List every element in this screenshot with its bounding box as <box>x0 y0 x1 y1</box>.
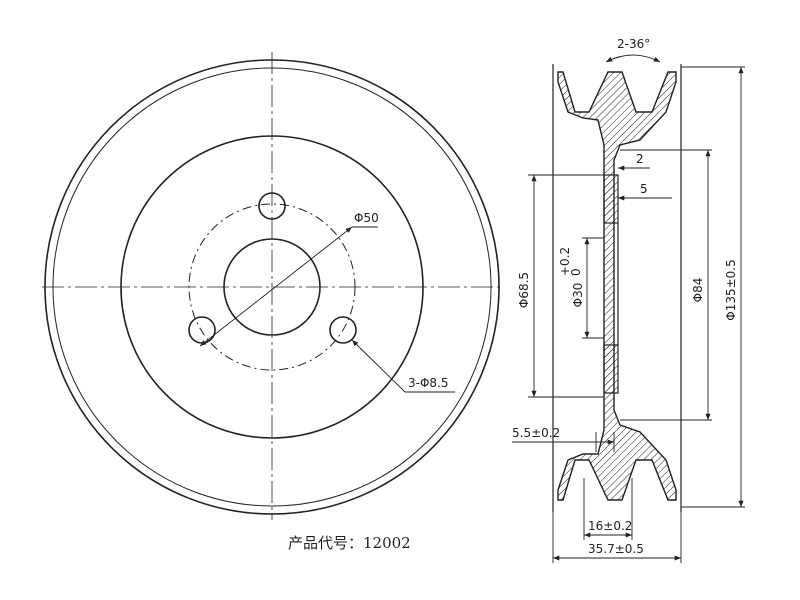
bore-tolerance-upper: +0.2 <box>558 247 572 276</box>
section-profile <box>557 71 677 501</box>
thickness-label: 2 <box>636 152 644 166</box>
hub-upper-section <box>603 174 619 224</box>
width-label: 35.7±0.5 <box>588 542 644 556</box>
step-label: 5 <box>640 182 648 196</box>
offset-label: 5.5±0.2 <box>512 426 560 440</box>
bore-label: Φ30 <box>571 283 585 308</box>
pcd-label: Φ50 <box>354 211 379 225</box>
side-view <box>552 64 682 512</box>
bolt-hole-left <box>188 316 216 344</box>
pcd-dimension-line <box>199 226 353 347</box>
d68-label: Φ68.5 <box>517 272 531 308</box>
groove-angle-arc <box>605 54 661 63</box>
groove-pitch-label: 16±0.2 <box>588 519 632 533</box>
product-code-caption: 产品代号：12002 <box>288 534 411 552</box>
bore-tolerance-lower: 0 <box>569 268 583 276</box>
hub-lower-section <box>603 344 619 394</box>
side-dimensions <box>512 54 745 563</box>
d84-label: Φ84 <box>691 278 705 303</box>
holes-label: 3-Φ8.5 <box>408 376 449 390</box>
d135-label: Φ135±0.5 <box>724 259 738 321</box>
groove-angle-label: 2-36° <box>617 37 650 51</box>
front-view <box>42 52 502 520</box>
holes-leader <box>351 339 406 393</box>
